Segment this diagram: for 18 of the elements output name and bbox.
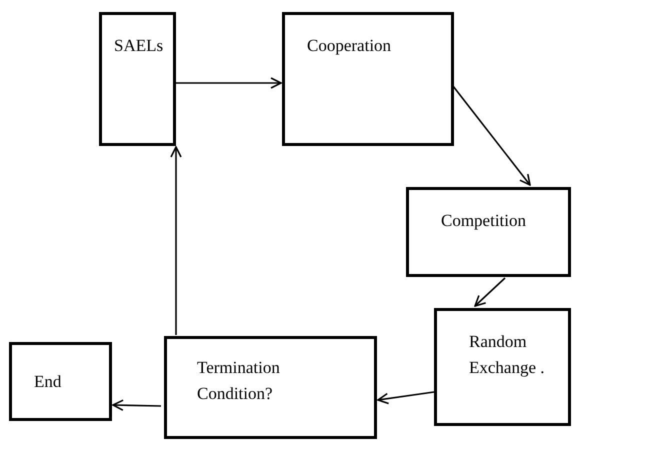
process-box bbox=[164, 336, 377, 439]
arrow bbox=[474, 277, 506, 307]
box-label: Random Exchange . bbox=[469, 331, 546, 379]
process-box bbox=[99, 12, 176, 146]
process-box bbox=[282, 12, 454, 146]
arrow bbox=[452, 86, 531, 186]
process-box bbox=[406, 187, 571, 277]
arrow bbox=[112, 399, 162, 411]
box-label: Competition bbox=[441, 210, 527, 232]
arrow bbox=[377, 391, 434, 404]
process-box bbox=[9, 342, 112, 421]
arrow bbox=[170, 146, 182, 335]
box-label: SAELs bbox=[114, 35, 164, 57]
box-label: End bbox=[34, 371, 62, 393]
box-label: Termination Condition? bbox=[197, 357, 281, 405]
box-label: Cooperation bbox=[307, 35, 392, 57]
process-box bbox=[434, 308, 571, 426]
arrow bbox=[176, 77, 282, 89]
